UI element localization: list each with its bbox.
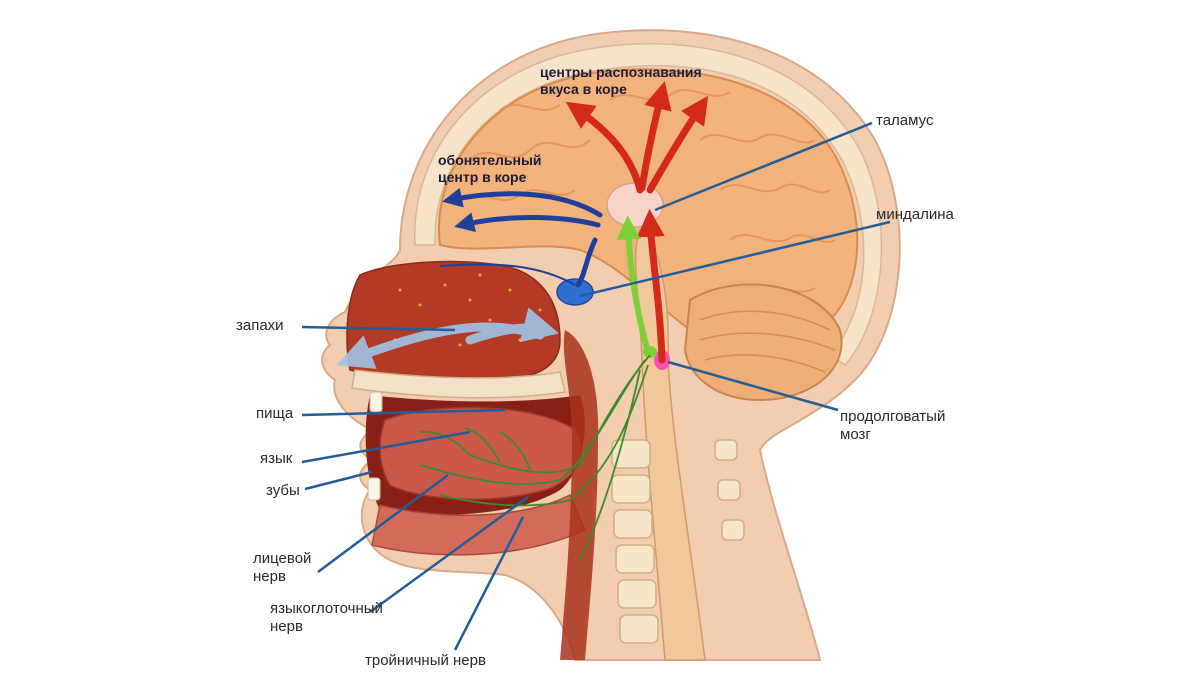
hard-palate [351, 369, 566, 399]
cranial-nerves [419, 354, 651, 561]
nerve-to-thalamus [616, 215, 651, 353]
label-facial-nerve: лицевой нерв [253, 550, 312, 585]
vertebrae [611, 439, 745, 644]
label-olfactory-center: обонятельный центр в коре [438, 152, 542, 185]
taste-pathway-arrows [565, 81, 709, 364]
label-smells: запахи [236, 317, 284, 334]
teeth [367, 391, 383, 501]
label-medulla: продолговатый мозг [840, 408, 946, 443]
brainstem [634, 228, 706, 661]
label-food: пища [256, 405, 294, 422]
olfactory-pathway-arrows [442, 187, 603, 288]
leader-lines [301, 121, 891, 651]
label-teeth: зубы [266, 482, 300, 499]
label-trigeminal-nerve: тройничный нерв [365, 652, 486, 669]
label-tongue: язык [260, 450, 293, 467]
olfactory-nerve [439, 263, 576, 286]
label-amygdala: миндалина [876, 206, 954, 223]
thalamus-shape [606, 182, 664, 228]
pharynx [560, 330, 599, 660]
label-glossopharyngeal-nerve: языкоглоточный нерв [270, 600, 383, 635]
tongue [379, 406, 582, 500]
smell-airflow-arrows [336, 307, 559, 369]
label-taste-centers: центры распознавания вкуса в коре [540, 64, 702, 97]
nasal-cavity [346, 260, 561, 382]
amygdala-shape [556, 278, 594, 306]
label-thalamus: таламус [876, 112, 934, 129]
